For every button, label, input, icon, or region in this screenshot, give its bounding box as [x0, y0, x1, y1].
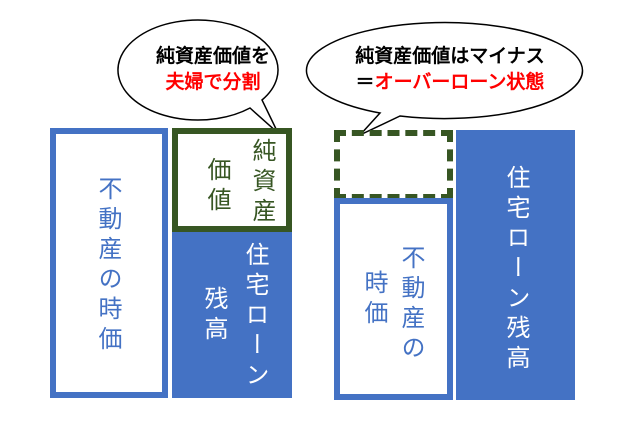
right-bubble-line1: 純資産価値はマイナス [355, 45, 545, 67]
left-loan-box [172, 232, 292, 398]
left-equity-label-2: 価値 [203, 157, 231, 217]
left-bubble-text: 純資産価値を 夫婦で分割 [133, 44, 293, 95]
right-property-label-2: 時価 [360, 270, 388, 330]
left-equity-label-1: 純資産 [248, 138, 276, 228]
right-property-label-1: 不動産の [397, 245, 425, 365]
left-property-label: 不動産の時価 [94, 176, 122, 356]
right-bubble-text: 純資産価値はマイナス ＝オーバーローン状態 [310, 44, 590, 95]
left-equity-box [172, 128, 292, 232]
right-bubble-equals: ＝ [355, 70, 375, 93]
right-loan-label: 住宅ローン残高 [502, 165, 530, 375]
left-speech-bubble [117, 19, 279, 134]
left-loan-label-2: 残高 [200, 286, 228, 346]
right-property-box [334, 198, 453, 400]
right-negative-equity-box [334, 130, 453, 200]
left-bubble-line1: 純資産価値を [155, 45, 270, 67]
right-loan-box [456, 130, 575, 400]
left-property-box [50, 128, 168, 398]
right-bubble-line2: オーバーローン状態 [374, 70, 545, 93]
left-bubble-line2: 夫婦で分割 [165, 70, 261, 93]
right-speech-bubble [305, 21, 584, 136]
left-loan-label-1: 住宅ローン [241, 242, 269, 392]
